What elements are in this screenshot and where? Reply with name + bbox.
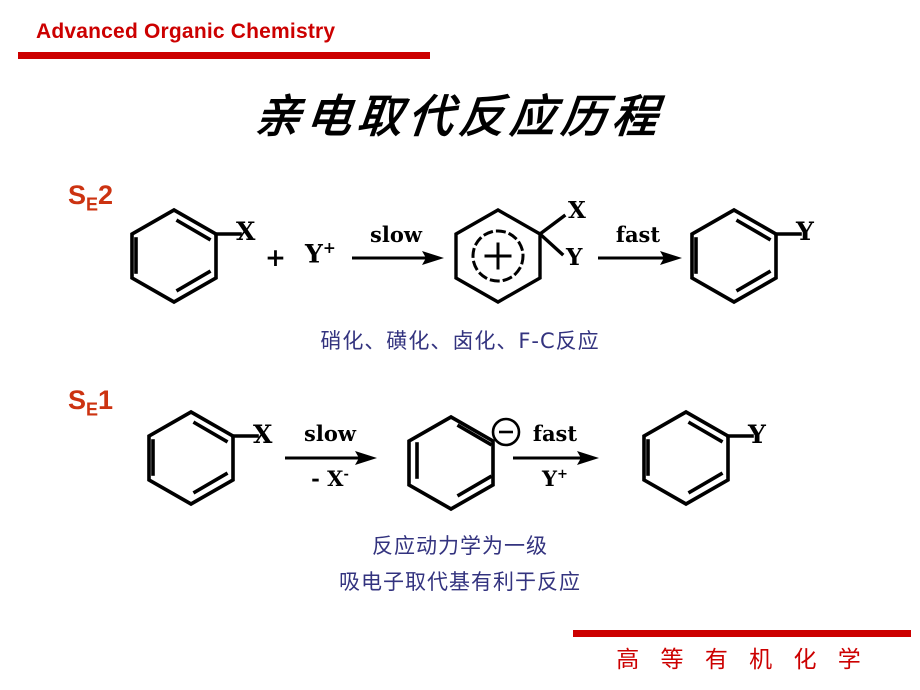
- benzene-ring-reactant-se2: [128, 207, 248, 305]
- arrow1-label-above-se2: slow: [370, 222, 422, 247]
- arrow1-label-below-se1: - X-: [311, 466, 349, 491]
- reagent-y-cation-se2: Y+: [305, 238, 336, 269]
- reaction-arrow-1-se2: [352, 250, 444, 266]
- section-label-se1: SE1: [68, 385, 114, 420]
- substituent-y-product-se1: Y: [748, 420, 766, 449]
- plus-sign-se2: +: [265, 243, 286, 272]
- substituent-x-reactant-se2: X: [236, 217, 256, 246]
- footer-divider: [573, 630, 911, 637]
- note-se2-reactions: 硝化、磺化、卤化、F-C反应: [320, 329, 600, 353]
- intermediate-substituent-y-se2: Y: [566, 244, 583, 271]
- arrow2-label-below-se1: Y+: [542, 466, 568, 491]
- carbanion-intermediate-se1: [405, 414, 525, 512]
- arrow1-label-above-se1: slow: [304, 421, 356, 446]
- page-title: Advanced Organic Chemistry: [36, 20, 336, 43]
- benzene-ring-reactant-se1: [145, 409, 265, 507]
- intermediate-substituent-x-se2: X: [568, 197, 586, 224]
- substituent-x-reactant-se1: X: [253, 420, 273, 449]
- section-label-se2: SE2: [68, 180, 114, 215]
- reaction-arrow-2-se2: [598, 250, 682, 266]
- header-divider: [18, 52, 430, 59]
- benzene-ring-product-se2: [688, 207, 808, 305]
- substituent-y-product-se2: Y: [796, 217, 814, 246]
- arrow2-label-above-se1: fast: [532, 421, 578, 446]
- footer-title: 高 等 有 机 化 学: [616, 647, 868, 673]
- slide-heading: 亲电取代反应历程: [252, 90, 667, 143]
- reaction-arrow-1-se1: [285, 450, 377, 466]
- arenium-intermediate-se2: [452, 208, 582, 304]
- arrow2-label-above-se2: fast: [615, 222, 661, 247]
- reaction-arrow-2-se1: [513, 450, 599, 466]
- note-se1-kinetics: 反应动力学为一级: [372, 534, 548, 558]
- benzene-ring-product-se1: [640, 409, 760, 507]
- note-se1-substituent: 吸电子取代基有利于反应: [339, 570, 581, 594]
